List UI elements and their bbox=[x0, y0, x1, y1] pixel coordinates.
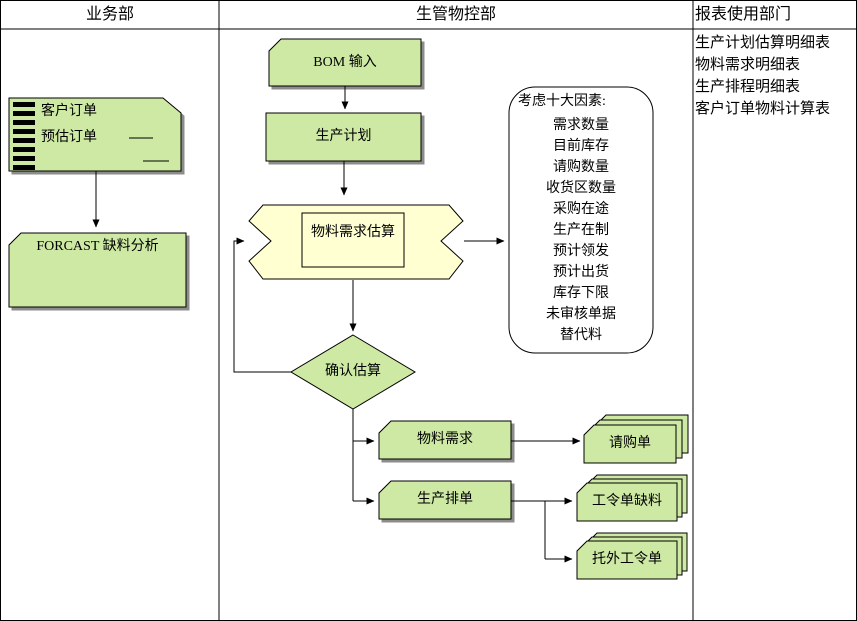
purchase-stack-shape bbox=[583, 414, 689, 464]
factor-item: 收货区数量 bbox=[546, 181, 616, 196]
factor-item: 目前库存 bbox=[553, 139, 609, 154]
material-requirement-label: 物料需求 bbox=[417, 432, 473, 447]
orders-doc-shape bbox=[8, 97, 182, 172]
production-schedule-label: 生产排单 bbox=[417, 492, 473, 507]
orders-binding-stripes bbox=[13, 102, 35, 170]
confirm-estimate-label: 确认估算 bbox=[325, 364, 381, 379]
report-list: 生产计划估算明细表 物料需求明细表 生产排程明细表 客户订单物料计算表 bbox=[695, 32, 830, 120]
forcast-doc-shape bbox=[8, 232, 187, 308]
factor-item: 替代料 bbox=[560, 328, 602, 343]
orders-doc-line2: 预估订单 bbox=[41, 130, 97, 145]
factor-item: 预计出货 bbox=[553, 265, 609, 280]
outsource-stack-shape bbox=[576, 532, 688, 580]
orders-doc-line1: 客户订单 bbox=[41, 104, 97, 119]
factors-list: 需求数量 目前库存 请购数量 收货区数量 采购在途 生产在制 预计领发 预计出货… bbox=[509, 115, 653, 346]
estimate-inner-rect bbox=[301, 212, 405, 268]
factor-item: 生产在制 bbox=[553, 223, 609, 238]
lane-header-business: 业务部 bbox=[85, 6, 134, 23]
work-order-shortage-label: 工令单缺料 bbox=[592, 494, 662, 509]
shortage-stack-shape bbox=[576, 474, 688, 522]
factor-item: 库存下限 bbox=[553, 286, 609, 301]
production-plan-label: 生产计划 bbox=[315, 129, 372, 144]
forcast-doc-label: FORCAST 缺料分析 bbox=[36, 239, 159, 254]
factor-item: 需求数量 bbox=[553, 118, 609, 133]
purchase-requisition-label: 请购单 bbox=[609, 436, 651, 451]
factor-item: 采购在途 bbox=[553, 202, 609, 217]
schedule-card-shape bbox=[378, 480, 512, 520]
lane-header-production-control: 生管物控部 bbox=[415, 6, 496, 23]
factors-title: 考虑十大因素: bbox=[518, 94, 606, 109]
matreq-card-shape bbox=[378, 420, 512, 460]
material-estimate-label: 物料需求估算 bbox=[311, 225, 395, 240]
lane-header-report-users: 报表使用部门 bbox=[695, 6, 792, 23]
factor-item: 未审核单据 bbox=[546, 307, 616, 322]
bom-input-label: BOM 输入 bbox=[313, 55, 377, 70]
report-item: 物料需求明细表 bbox=[695, 57, 801, 73]
factor-item: 预计领发 bbox=[553, 244, 609, 259]
report-item: 生产排程明细表 bbox=[695, 79, 801, 95]
loopback-line bbox=[233, 237, 291, 373]
factors-box-shape bbox=[508, 86, 654, 354]
report-item: 客户订单物料计算表 bbox=[695, 101, 831, 117]
factor-item: 请购数量 bbox=[553, 160, 609, 175]
outsourced-work-order-label: 托外工令单 bbox=[592, 552, 662, 567]
plan-rect-shape bbox=[265, 112, 422, 162]
report-item: 生产计划估算明细表 bbox=[695, 35, 831, 51]
